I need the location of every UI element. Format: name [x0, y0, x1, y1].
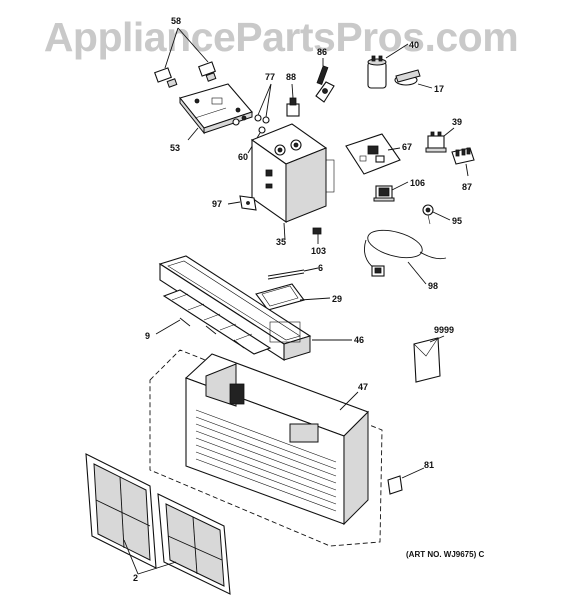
watermark: AppliancePartsPros.com — [43, 14, 519, 60]
label-103: 103 — [311, 246, 326, 256]
label-98: 98 — [428, 281, 438, 291]
part-77-60-fasteners — [247, 83, 272, 154]
label-9999: 9999 — [434, 325, 454, 335]
label-58: 58 — [171, 16, 181, 26]
part-9999-literature — [413, 335, 445, 383]
label-47: 47 — [358, 382, 368, 392]
label-9: 9 — [145, 331, 150, 341]
label-106: 106 — [410, 178, 425, 188]
label-60: 60 — [238, 152, 248, 162]
label-97: 97 — [212, 199, 222, 209]
part-47-front-cover — [149, 349, 383, 547]
label-35: 35 — [276, 237, 286, 247]
part-39-relay — [425, 127, 455, 153]
part-46-front-frame — [158, 255, 352, 362]
label-86: 86 — [317, 47, 327, 57]
part-53-control-board — [179, 83, 253, 141]
part-17-capacitor-strap — [394, 69, 433, 89]
label-53: 53 — [170, 143, 180, 153]
label-40: 40 — [409, 40, 419, 50]
label-6: 6 — [318, 263, 323, 273]
label-39: 39 — [452, 117, 462, 127]
part-95-thermistor — [422, 204, 451, 225]
part-67-relay-board — [345, 133, 401, 175]
part-9-discharge-grille — [155, 289, 272, 355]
part-58-terminals — [154, 27, 217, 88]
label-87: 87 — [462, 182, 472, 192]
art-number: (ART NO. WJ9675) C — [406, 550, 484, 559]
part-88-switch — [286, 83, 300, 117]
label-88: 88 — [286, 72, 296, 82]
part-97-bracket — [227, 195, 257, 211]
label-17: 17 — [434, 84, 444, 94]
part-6-door-strip — [267, 267, 319, 280]
part-106-transformer — [373, 181, 409, 202]
part-98-power-cord — [363, 229, 447, 285]
label-77: 77 — [265, 72, 275, 82]
part-2-air-filters — [85, 453, 231, 595]
label-67: 67 — [402, 142, 412, 152]
part-87-terminal-block — [451, 147, 475, 177]
label-95: 95 — [452, 216, 462, 226]
part-81-bracket — [387, 467, 425, 495]
part-40-capacitor — [367, 43, 409, 89]
part-86-thermostat — [315, 58, 335, 103]
label-81: 81 — [424, 460, 434, 470]
label-46: 46 — [354, 335, 364, 345]
part-29-access-door — [255, 283, 331, 311]
part-35-control-bracket — [250, 123, 335, 241]
label-2: 2 — [133, 573, 138, 583]
label-29: 29 — [332, 294, 342, 304]
part-103-clip — [312, 227, 322, 244]
